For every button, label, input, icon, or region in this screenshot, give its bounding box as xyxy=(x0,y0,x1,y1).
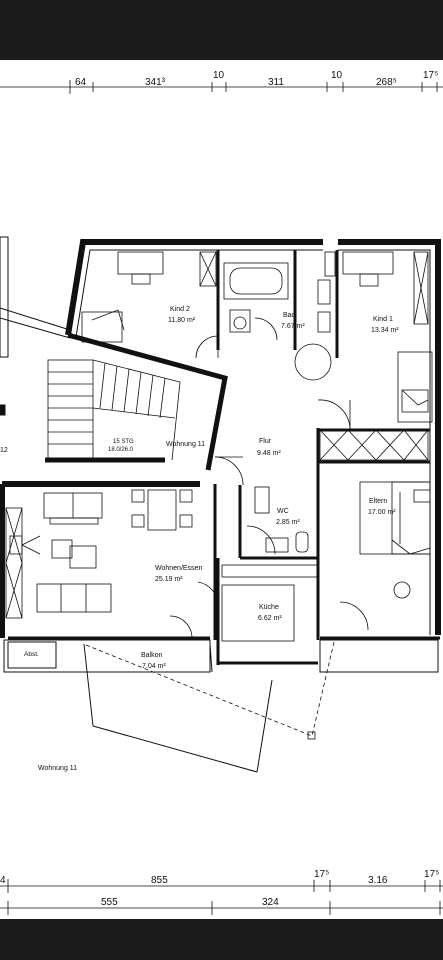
top-dimension-chain xyxy=(0,80,443,94)
closets xyxy=(5,251,429,619)
room-flur-area: 9.48 m² xyxy=(257,450,281,457)
room-eltern-area: 17.00 m² xyxy=(368,509,396,516)
dim-bottom-2: 855 xyxy=(151,875,168,886)
room-bad-name: Bad xyxy=(283,312,296,319)
balcony-dashed xyxy=(85,641,335,740)
dim-top-2: 341³ xyxy=(145,77,166,88)
stairs xyxy=(47,359,181,461)
dim-top-5: 10 xyxy=(331,70,343,81)
dim-top-1: 64 xyxy=(75,77,87,88)
stair-label: 15 STG xyxy=(113,439,134,445)
dim-bottom-4: 3.16 xyxy=(368,875,388,886)
room-kind2-area: 11.80 m² xyxy=(168,317,196,324)
room-wc-area: 2.85 m² xyxy=(276,519,300,526)
room-wohnung-outer: Wohnung 11 xyxy=(38,765,77,772)
dim-bottom-6: 555 xyxy=(101,897,118,908)
room-balkon-area: 7.04 m² xyxy=(142,663,166,670)
room-wohnen-name: Wohnen/Essen xyxy=(155,565,202,572)
dim-top-4: 311 xyxy=(268,77,284,88)
dim-top-7: 17⁵ xyxy=(423,70,438,81)
floor-plan: 64 341³ 10 311 10 268⁵ 17⁵ 12 xyxy=(0,70,443,915)
room-kind1-area: 13.34 m² xyxy=(371,327,399,334)
neighbor-fragment xyxy=(0,236,71,416)
room-kueche-area: 6.62 m² xyxy=(258,615,282,622)
room-eltern-name: Eltern xyxy=(369,498,387,505)
dim-bottom-7: 324 xyxy=(262,897,279,908)
balcony xyxy=(3,639,439,773)
room-balkon-name: Balkon xyxy=(141,652,163,659)
room-flur-name: Flur xyxy=(259,438,272,445)
door-swings xyxy=(169,317,369,639)
room-abst-name: Abst. xyxy=(24,651,39,658)
stair-walls xyxy=(45,332,228,471)
furniture xyxy=(9,251,433,642)
room-wohnen-area: 25.19 m² xyxy=(155,576,183,583)
room-wohnung-inner: Wohnung 11 xyxy=(166,441,205,448)
stair-detail: 18.0/26.0 xyxy=(108,447,134,453)
dim-bottom-1: 4 xyxy=(0,875,6,886)
outer-walls xyxy=(0,239,441,638)
dim-bottom-5: 17⁵ xyxy=(424,869,439,880)
dim-bottom-3: 17⁵ xyxy=(314,869,329,880)
floor-plan-sheet: 64 341³ 10 311 10 268⁵ 17⁵ 12 xyxy=(0,60,443,919)
room-bad-area: 7.67 m² xyxy=(281,323,305,330)
interior-walls xyxy=(8,250,440,665)
room-kind2-name: Kind 2 xyxy=(170,306,190,313)
bottom-dimension-chains xyxy=(0,879,443,915)
room-kind1-name: Kind 1 xyxy=(373,316,393,323)
dim-top-3: 10 xyxy=(213,70,225,81)
left-edge-label: 12 xyxy=(0,447,8,454)
room-kueche-name: Küche xyxy=(259,604,279,611)
room-wc-name: WC xyxy=(277,508,289,515)
dim-top-6: 268⁵ xyxy=(376,77,397,88)
